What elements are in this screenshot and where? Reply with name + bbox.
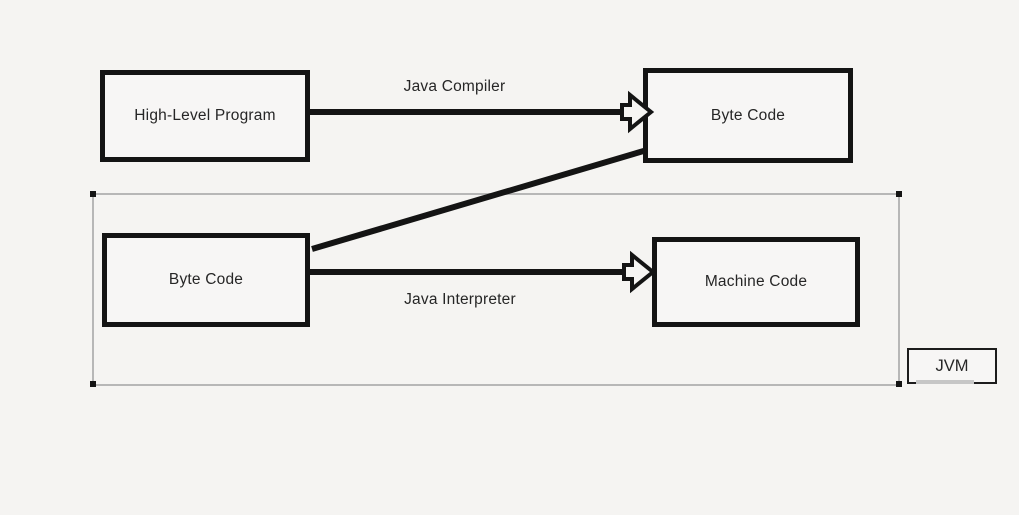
container-corner-mark (90, 191, 96, 197)
node-jvm-tag-label: JVM (935, 356, 969, 375)
node-high-level-program: High-Level Program (100, 70, 310, 162)
node-byte-code-bottom: Byte Code (102, 233, 310, 327)
node-byte-code-top: Byte Code (643, 68, 853, 163)
node-byte-code-bottom-label: Byte Code (168, 271, 244, 288)
node-high-level-program-label: High-Level Program (134, 107, 276, 124)
container-corner-mark (896, 191, 902, 197)
jvm-tag-bottom-line (916, 380, 974, 384)
node-byte-code-top-label: Byte Code (710, 106, 786, 124)
node-machine-code-label: Machine Code (704, 273, 808, 290)
container-corner-mark (896, 381, 902, 387)
node-jvm-tag: JVM (907, 348, 997, 384)
edge-compile-label: Java Compiler (403, 78, 506, 95)
node-machine-code: Machine Code (652, 237, 860, 327)
container-corner-mark (90, 381, 96, 387)
edge-interpret-label: Java Interpreter (404, 291, 516, 308)
